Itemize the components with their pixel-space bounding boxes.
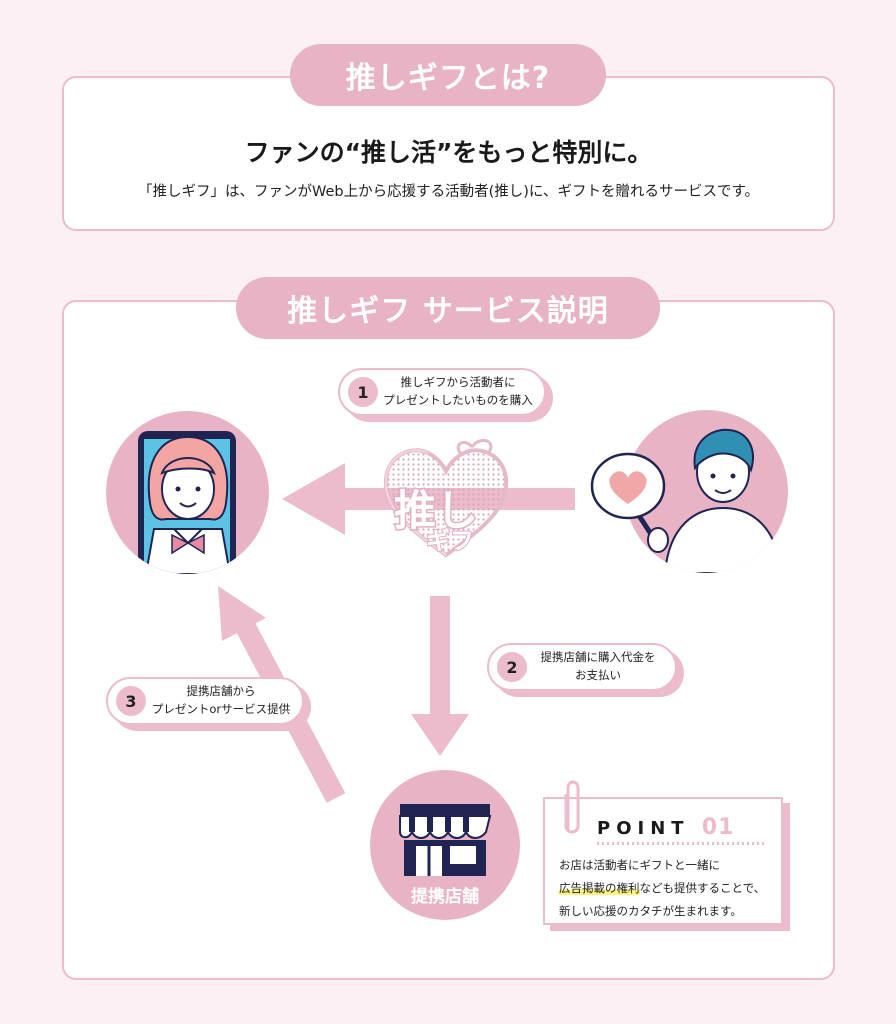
fan-circle: ファン [625,410,788,573]
step-number: 2 [497,652,527,682]
point-line2-rest: なども提供することで、 [639,881,766,895]
shop-circle: 提携店舗 [370,770,520,920]
fan-label: ファン [699,553,750,573]
step-text-line2: プレゼントしたいものを購入 [383,393,533,407]
headline: ファンの“推し活”をもっと特別に。 [244,138,653,167]
oshigift-logo: 推し ギフ [383,438,509,558]
step-number: 1 [348,377,378,407]
shop-label: 提携店舗 [411,887,479,907]
uchiwa-fan-icon [590,452,669,553]
paperclip-icon [564,780,580,834]
step-text-line1: 提携店舗に購入代金を [540,650,656,665]
point-line1: お店は活動者にギフトと一緒に [559,858,720,872]
step-number: 3 [116,686,146,716]
about-title: 推しギフとは? [290,44,606,106]
service-title: 推しギフ サービス説明 [236,277,660,339]
step-text-line2: プレゼントorサービス提供 [151,702,291,716]
arrow-to-shop [411,596,469,756]
dotted-divider [597,842,767,845]
svg-text:推し: 推し [394,486,478,535]
point-number: 01 [701,815,735,840]
activist-illustration-icon [138,431,236,574]
store-icon [399,804,492,876]
point-heading: POINT 01 [597,815,734,840]
step-1: 1 推しギフから活動者に プレゼントしたいものを購入 [338,368,546,416]
service-description: 「推しギフ」は、ファンがWeb上から応援する活動者(推し)に、ギフトを贈れるサー… [137,184,760,200]
point-text: お店は活動者にギフトと一緒に 広告掲載の権利なども提供することで、 新しい応援の… [559,854,765,923]
step-text-line1: 推しギフから活動者に [400,375,516,390]
activist-circle: 活動者 [106,411,269,574]
step-3: 3 提携店舗から プレゼントorサービス提供 [106,677,304,725]
point-label: POINT [597,818,690,839]
point-line3: 新しい応援のカタチが生まれます。 [559,904,742,918]
point-box: POINT 01 お店は活動者にギフトと一緒に 広告掲載の権利なども提供すること… [543,797,783,925]
step-text-line2: お支払い [575,668,621,682]
step-2: 2 提携店舗に購入代金を お支払い [487,643,677,691]
activist-label: 活動者 [162,554,213,574]
step-text-line1: 提携店舗から [186,684,256,699]
point-highlight: 広告掲載の権利 [559,881,640,895]
fan-illustration-icon [663,428,783,573]
svg-text:ギフ: ギフ [426,527,474,555]
